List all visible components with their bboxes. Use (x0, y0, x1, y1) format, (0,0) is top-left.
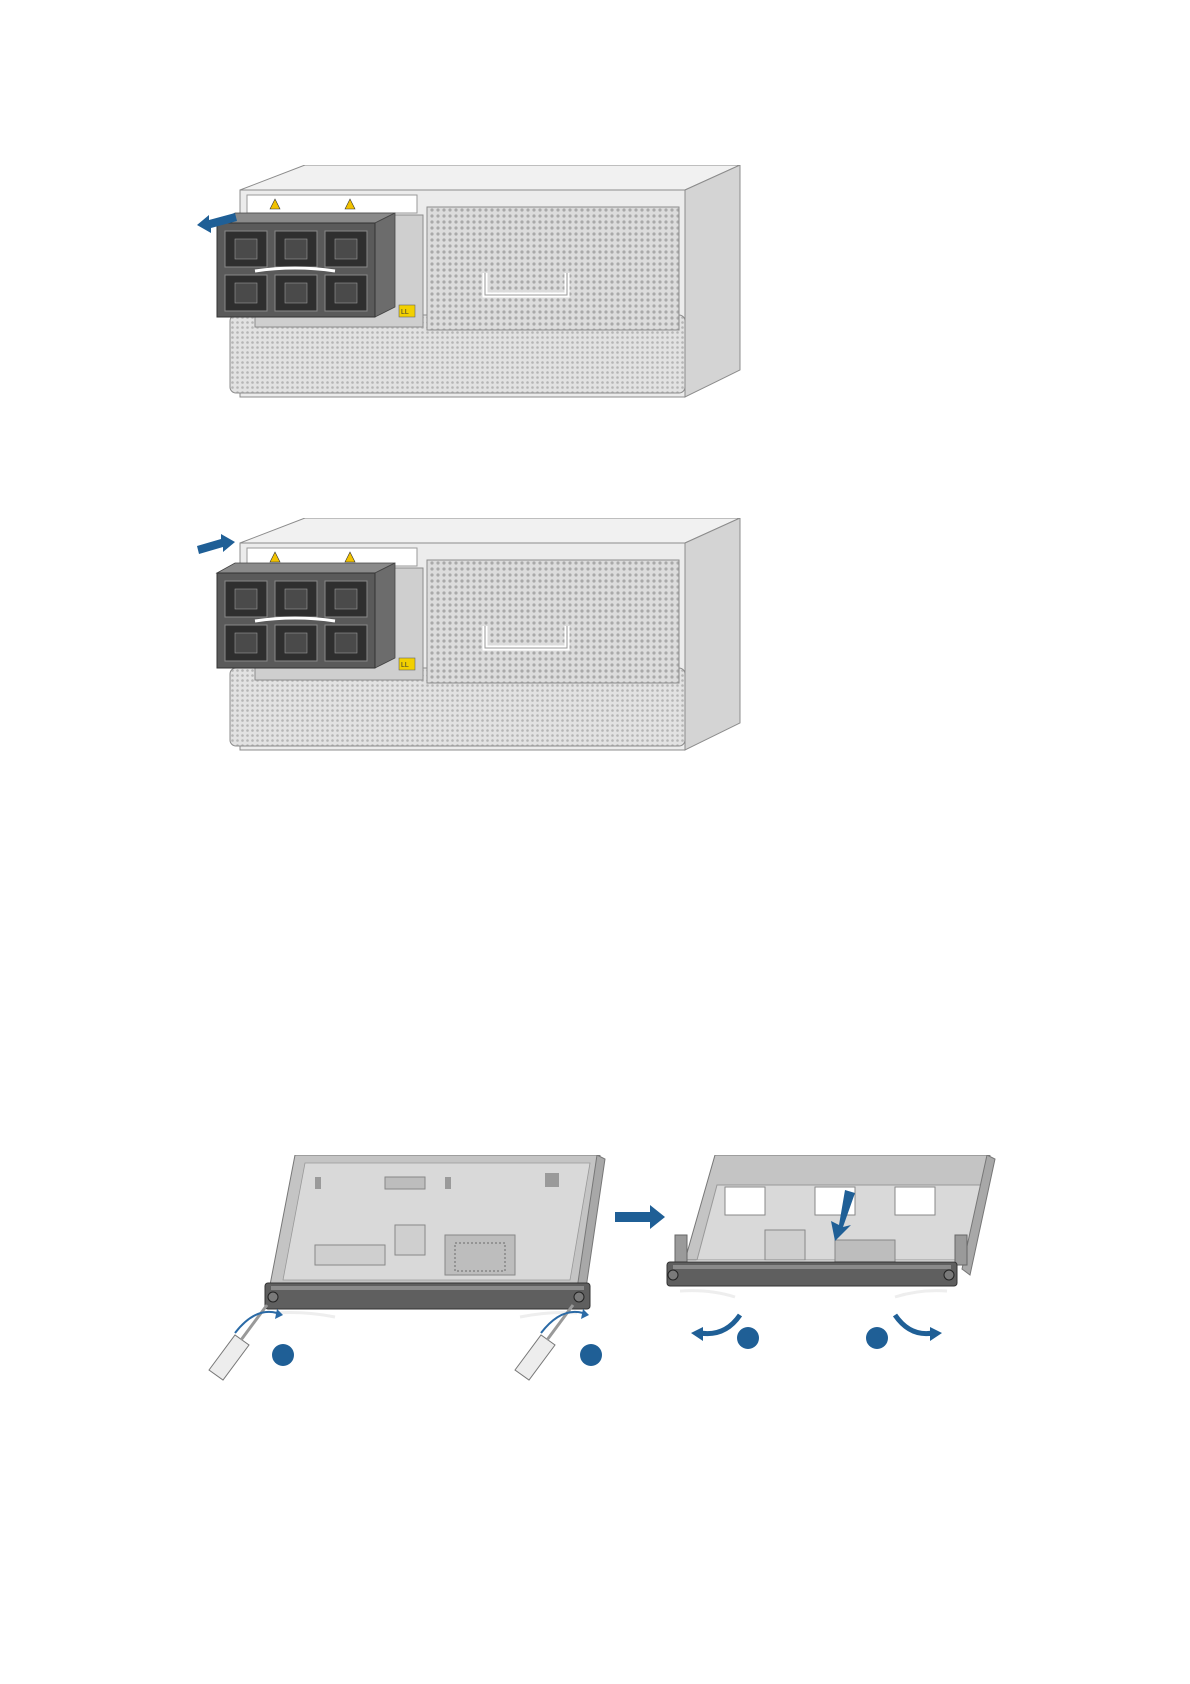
yellow-tag-text: LL (401, 309, 409, 316)
step-marker-1 (272, 1344, 294, 1366)
step-marker-3 (737, 1327, 759, 1349)
chassis-top (240, 165, 740, 190)
yellow-tag-text: LL (401, 662, 409, 669)
chassis-installation-drawing: LL (195, 518, 755, 788)
power-module-side (375, 563, 395, 668)
chassis-top (240, 518, 740, 543)
power-module-top (217, 213, 395, 223)
chassis-figure-removal: LL (195, 165, 755, 435)
push-in-arrow-icon (197, 534, 235, 554)
chassis-figure-installation: LL (195, 518, 755, 788)
chassis-side (685, 518, 740, 750)
lever-open-arrow-icon (895, 1315, 933, 1334)
screwdriver-icon (209, 1305, 283, 1380)
lever-open-arrow-icon (700, 1315, 740, 1334)
card-right (667, 1155, 995, 1297)
step-marker-4 (866, 1327, 888, 1349)
power-module-side (375, 213, 395, 317)
step-marker-2 (580, 1344, 602, 1366)
card-replacement-figure (205, 1155, 1075, 1425)
fan-tray-mesh (427, 560, 679, 683)
next-step-arrow-icon (615, 1205, 665, 1229)
fan-tray-mesh (427, 207, 679, 330)
chassis-removal-drawing: LL (195, 165, 755, 435)
chassis-side (685, 165, 740, 397)
card-left (265, 1155, 605, 1317)
power-module-top (217, 563, 395, 573)
card-replacement-drawing (205, 1155, 1075, 1425)
